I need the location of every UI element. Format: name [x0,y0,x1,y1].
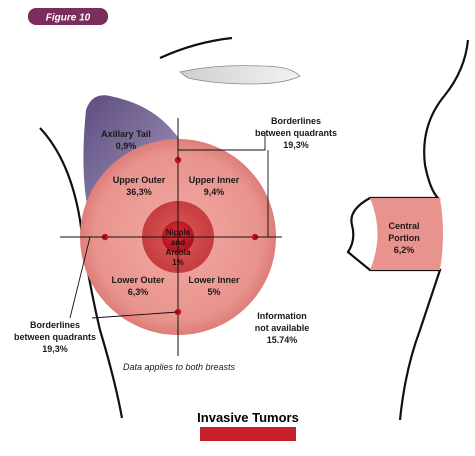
data-note: Data applies to both breasts [123,362,236,372]
borderlines-top-line1: Borderlines [271,116,321,126]
central-portion-line2: Portion [388,233,420,243]
borderline-leader-bottom-1 [69,236,105,319]
lower-outer-pct: 6,3% [128,287,149,297]
info-na-label: Information not available 15.74% [255,311,310,345]
legend-swatch [200,427,296,441]
profile-body-outline [346,39,470,421]
lower-inner-name: Lower Inner [188,275,240,285]
axillary-tail-name: Axillary Tail [101,129,151,139]
borderlines-bottom-line2: between quadrants [14,332,96,342]
upper-inner-pct: 9,4% [204,187,225,197]
axillary-tail-pct: 0,9% [116,141,137,151]
borderline-leader-top-1 [177,132,266,160]
lower-inner-label: Lower Inner 5% [188,275,240,297]
figure-tag-background [28,8,108,25]
upper-inner-label: Upper Inner 9,4% [189,175,240,197]
axillary-tail-label: Axillary Tail 0,9% [101,129,151,151]
central-portion-region [370,198,443,270]
borderlines-bottom-label: Borderlines between quadrants 19,3% [14,320,96,354]
clavicle-shadow [179,65,301,85]
nipple-areola-line3: Areola [166,248,191,257]
central-portion-line1: Central [388,221,419,231]
info-na-line1: Information [257,311,307,321]
info-na-line2: not available [255,323,310,333]
upper-outer-label: Upper Outer 36,3% [113,175,166,197]
borderlines-top-pct: 19,3% [283,140,309,150]
legend: Invasive Tumors [197,410,299,441]
upper-outer-name: Upper Outer [113,175,166,185]
upper-inner-name: Upper Inner [189,175,240,185]
borderline-leader-bottom-2 [91,311,179,319]
shoulder-outline [159,36,233,60]
borderlines-bottom-line1: Borderlines [30,320,80,330]
central-portion-label: Central Portion 6,2% [388,221,420,255]
nipple-areola-pct: 1% [172,258,184,267]
borderlines-top-line2: between quadrants [255,128,337,138]
nipple-areola-label: Nipple and Areola 1% [166,228,191,267]
borderlines-top-label: Borderlines between quadrants 19,3% [255,116,337,150]
lower-inner-pct: 5% [207,287,220,297]
figure-tag: Figure 10 [28,8,108,25]
lower-outer-label: Lower Outer 6,3% [111,275,165,297]
nipple-areola-line1: Nipple [166,228,191,237]
borderline-leader-top-2 [255,150,269,238]
nipple-areola-line2: and [171,238,185,247]
upper-outer-pct: 36,3% [126,187,152,197]
legend-title: Invasive Tumors [197,410,299,425]
central-portion-pct: 6,2% [394,245,415,255]
lower-outer-name: Lower Outer [111,275,165,285]
figure-tag-label: Figure 10 [46,13,91,24]
info-na-pct: 15.74% [267,335,298,345]
borderlines-bottom-pct: 19,3% [42,344,68,354]
